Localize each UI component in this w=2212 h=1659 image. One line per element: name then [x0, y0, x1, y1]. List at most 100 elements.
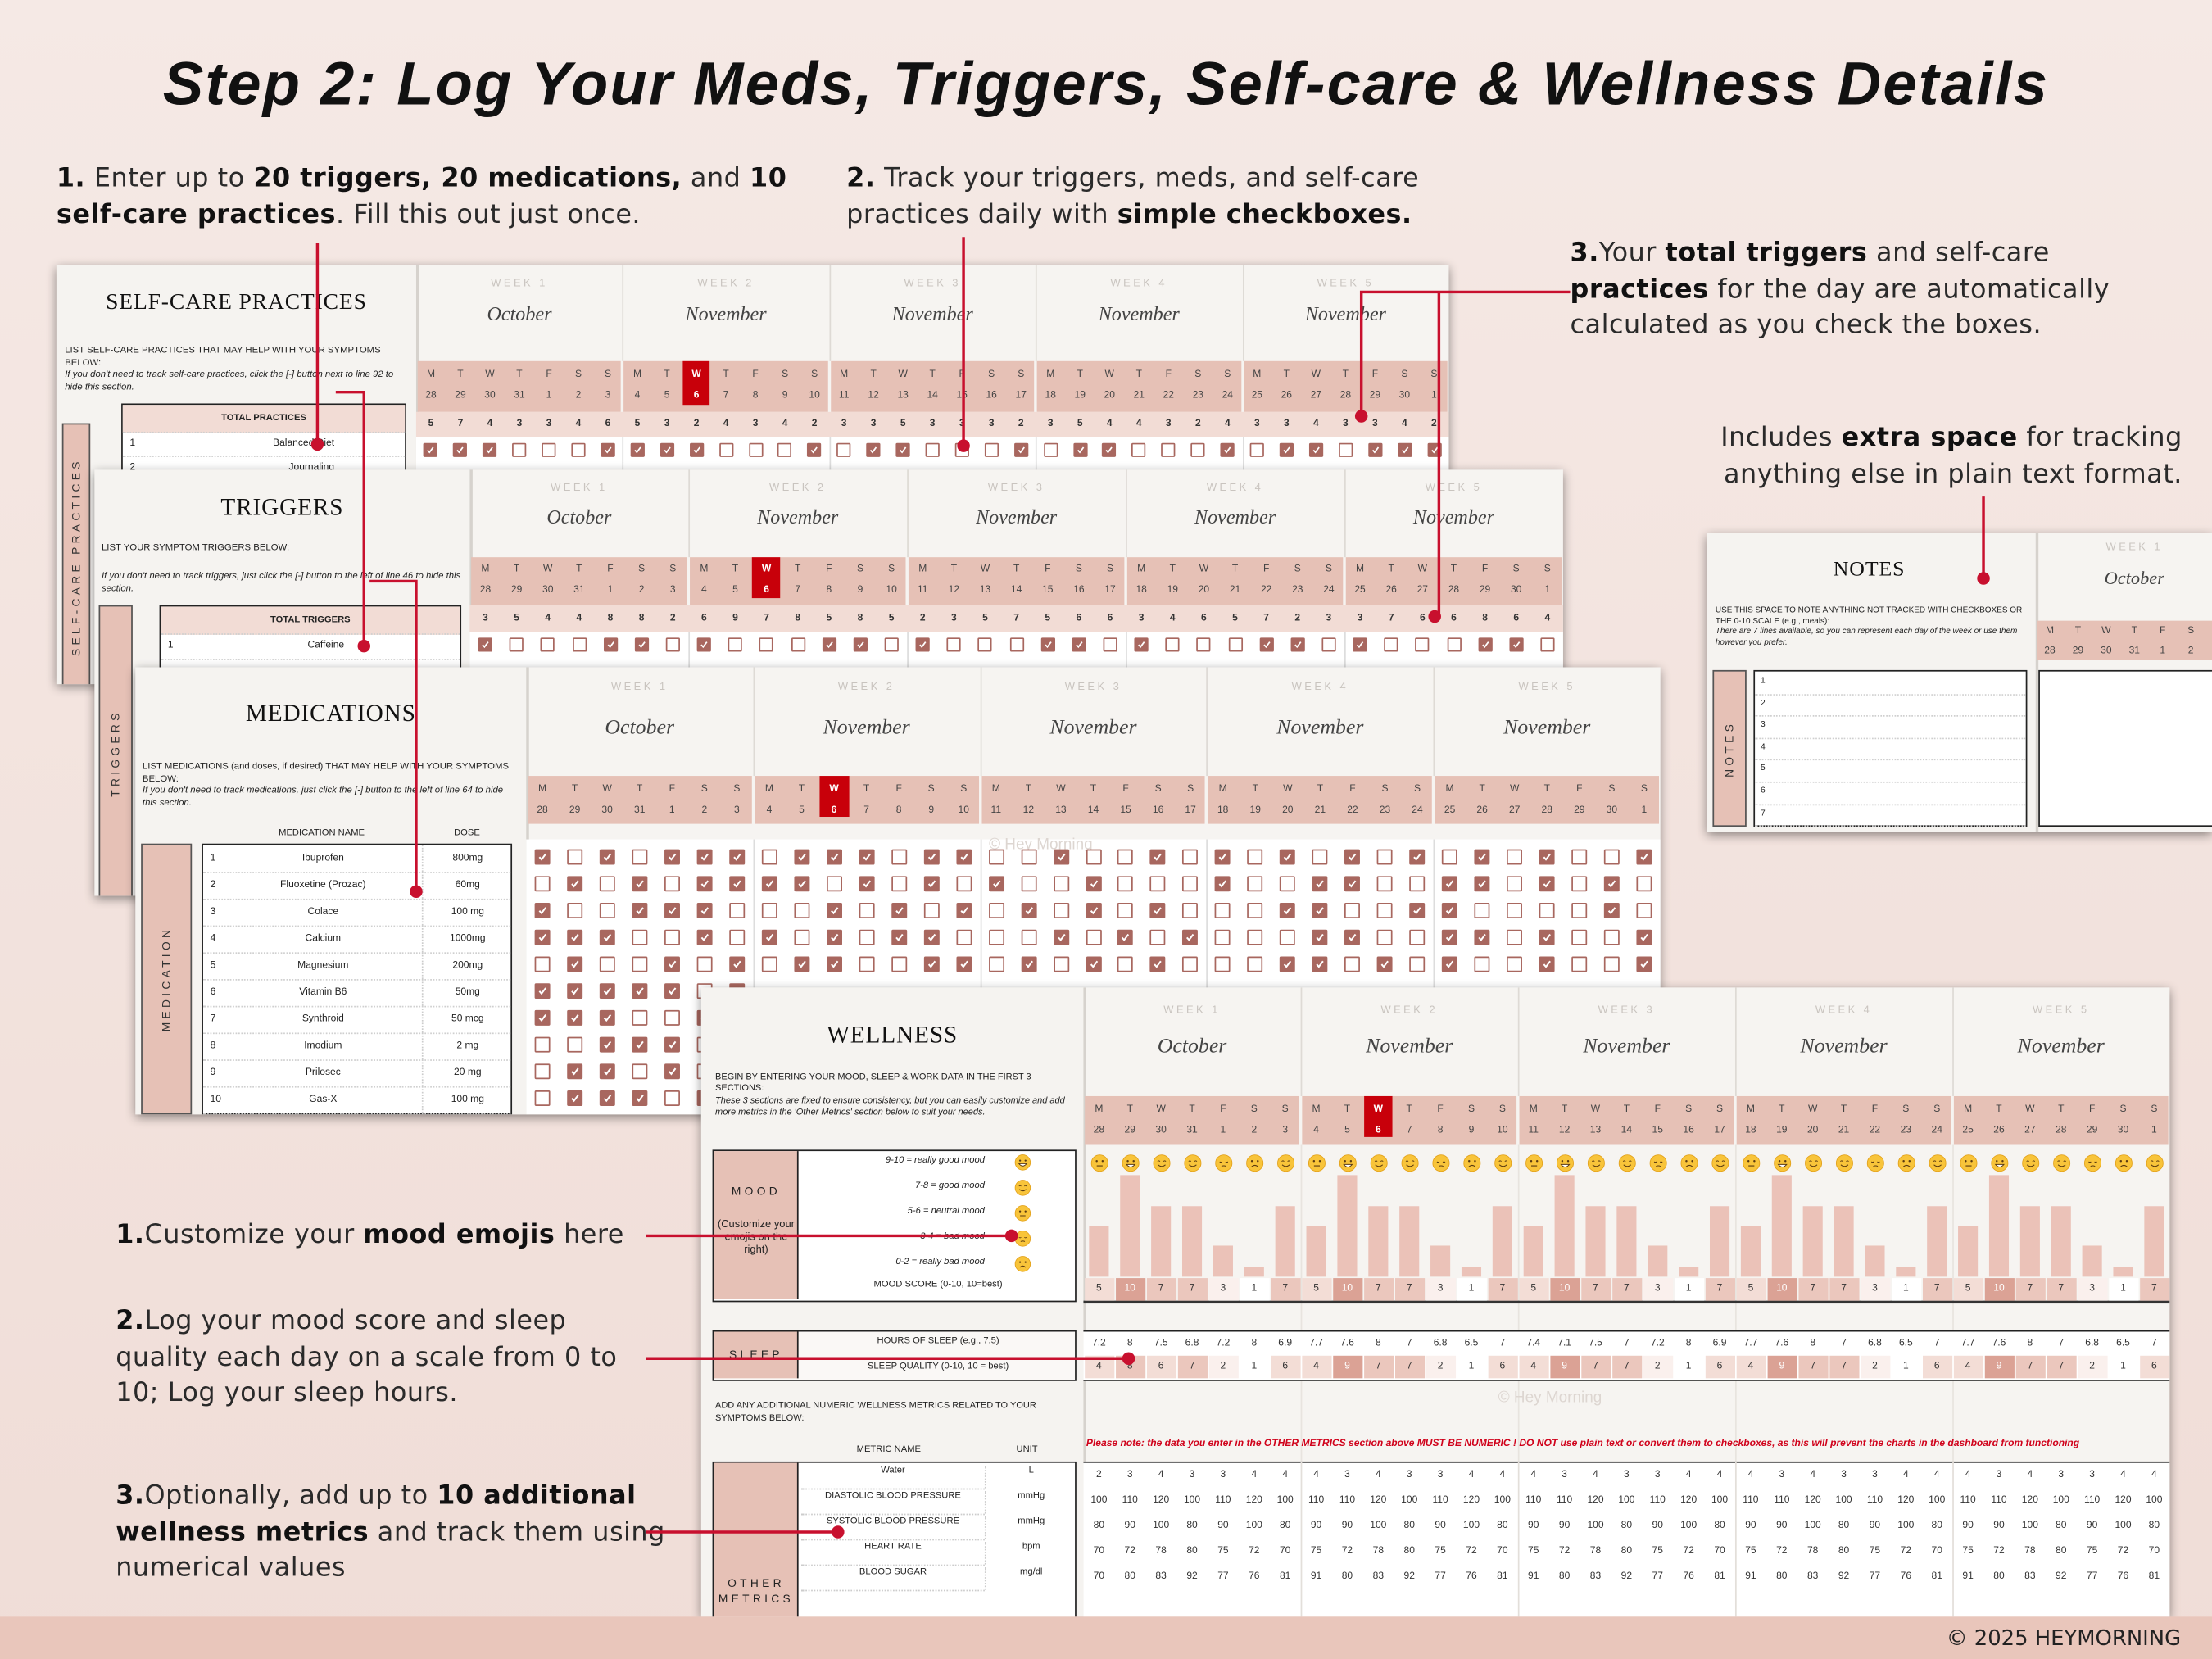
metric-value-cell[interactable]: 70 — [1093, 1571, 1105, 1582]
day-date[interactable]: 24 — [1931, 1126, 1942, 1136]
trigger-checkbox[interactable] — [1165, 637, 1180, 652]
medication-checkbox[interactable] — [1409, 929, 1426, 945]
medication-checkbox[interactable] — [859, 929, 875, 945]
day-date[interactable]: 9 — [1468, 1126, 1475, 1136]
sleep-quality-cell[interactable]: 9 — [1766, 1355, 1797, 1379]
self-care-checkbox[interactable] — [453, 442, 468, 457]
sleep-quality-cell[interactable]: 4 — [1301, 1355, 1331, 1379]
day-date[interactable]: 1 — [607, 585, 614, 596]
medication-name[interactable]: Gas-X — [309, 1095, 338, 1105]
day-date[interactable]: 20 — [1282, 805, 1294, 816]
self-care-checkbox[interactable] — [718, 442, 733, 457]
metric-value-cell[interactable]: 80 — [1558, 1571, 1571, 1582]
mood-score-cell[interactable]: 7 — [1176, 1278, 1208, 1301]
medication-checkbox[interactable] — [826, 849, 842, 865]
metric-value-cell[interactable]: 77 — [1217, 1571, 1229, 1582]
day-date[interactable]: 27 — [1310, 390, 1322, 401]
sleep-hours-cell[interactable]: 6.5 — [1898, 1339, 1913, 1349]
day-date[interactable]: 28 — [1541, 805, 1552, 816]
medication-checkbox[interactable] — [1507, 929, 1523, 945]
medication-name[interactable]: Magnesium — [297, 960, 349, 971]
metric-value-cell[interactable]: 80 — [1497, 1521, 1508, 1531]
trigger-checkbox[interactable] — [977, 637, 993, 652]
medication-checkbox[interactable] — [1539, 876, 1555, 892]
metric-value-cell[interactable]: 4 — [1158, 1470, 1164, 1480]
metric-value-cell[interactable]: 110 — [1991, 1495, 2007, 1506]
day-date[interactable]: 17 — [1714, 1126, 1725, 1136]
medication-checkbox[interactable] — [534, 956, 551, 972]
trigger-checkbox[interactable] — [478, 637, 493, 652]
metric-value-cell[interactable]: 4 — [1747, 1470, 1754, 1480]
medication-checkbox[interactable] — [1377, 929, 1393, 945]
metric-value-cell[interactable]: 120 — [1370, 1495, 1387, 1506]
self-care-checkbox[interactable] — [1161, 442, 1176, 457]
mood-score-cell[interactable]: 7 — [1797, 1278, 1828, 1301]
metric-value-cell[interactable]: 76 — [1466, 1571, 1477, 1582]
sleep-quality-cell[interactable]: 1 — [1674, 1355, 1704, 1379]
metric-value-cell[interactable]: 80 — [1714, 1521, 1725, 1531]
sleep-quality-cell[interactable]: 4 — [1953, 1355, 1983, 1379]
metric-value-cell[interactable]: 90 — [1124, 1521, 1135, 1531]
medication-checkbox[interactable] — [599, 956, 615, 972]
metric-value-cell[interactable]: 120 — [2115, 1495, 2132, 1506]
medication-checkbox[interactable] — [534, 849, 551, 865]
trigger-checkbox[interactable] — [1009, 637, 1024, 652]
medication-checkbox[interactable] — [664, 876, 680, 892]
day-date[interactable]: 2 — [638, 585, 645, 596]
self-care-checkbox[interactable] — [866, 442, 881, 457]
medication-checkbox[interactable] — [664, 849, 680, 865]
medication-checkbox[interactable] — [728, 903, 745, 918]
sleep-hours-cell[interactable]: 8 — [1685, 1339, 1692, 1349]
medication-dose[interactable]: 50 mcg — [421, 1005, 512, 1033]
metric-value-cell[interactable]: 80 — [1403, 1546, 1415, 1557]
self-care-checkbox[interactable] — [1249, 442, 1264, 457]
sleep-hours-cell[interactable]: 7.6 — [1340, 1339, 1354, 1349]
medication-name[interactable]: Imodium — [304, 1040, 342, 1051]
medication-checkbox[interactable] — [826, 929, 842, 945]
medication-checkbox[interactable] — [1086, 903, 1101, 918]
day-date[interactable]: 11 — [917, 585, 928, 596]
medication-checkbox[interactable] — [1312, 849, 1328, 865]
metric-value-cell[interactable]: 120 — [1897, 1495, 1915, 1506]
medication-checkbox[interactable] — [1474, 956, 1490, 972]
day-date[interactable]: 31 — [1186, 1126, 1198, 1136]
medication-checkbox[interactable] — [1117, 929, 1134, 945]
trigger-checkbox[interactable] — [1103, 637, 1117, 652]
sleep-quality-cell[interactable]: 1 — [2108, 1355, 2138, 1379]
medication-checkbox[interactable] — [599, 903, 615, 918]
metric-value-cell[interactable]: 3 — [1437, 1470, 1444, 1480]
trigger-checkbox[interactable] — [634, 637, 649, 652]
medication-checkbox[interactable] — [859, 956, 875, 972]
metric-value-cell[interactable]: 100 — [2115, 1521, 2132, 1531]
self-care-checkbox[interactable] — [542, 442, 556, 457]
trigger-checkbox[interactable] — [822, 637, 836, 652]
metric-value-cell[interactable]: 72 — [1900, 1546, 1912, 1557]
day-date[interactable]: 8 — [826, 585, 832, 596]
mood-score-cell[interactable]: 7 — [1704, 1278, 1735, 1301]
medication-checkbox[interactable] — [1377, 903, 1393, 918]
metric-value-cell[interactable]: 100 — [1929, 1495, 1946, 1506]
medication-checkbox[interactable] — [955, 849, 972, 865]
day-date[interactable]: 3 — [669, 585, 676, 596]
day-date[interactable]: 30 — [2101, 646, 2112, 656]
medication-checkbox[interactable] — [599, 849, 615, 865]
medication-checkbox[interactable] — [859, 876, 875, 892]
medication-checkbox[interactable] — [632, 956, 648, 972]
metric-value-cell[interactable]: 3 — [1562, 1470, 1567, 1480]
medication-checkbox[interactable] — [859, 849, 875, 865]
metric-value-cell[interactable]: 120 — [2021, 1495, 2038, 1506]
metric-unit[interactable]: mg/dl — [984, 1567, 1077, 1590]
medication-checkbox[interactable] — [1603, 849, 1620, 865]
medication-checkbox[interactable] — [1182, 903, 1199, 918]
medication-checkbox[interactable] — [1571, 929, 1588, 945]
metric-value-cell[interactable]: 110 — [1122, 1495, 1138, 1506]
day-date[interactable]: 29 — [2086, 1126, 2098, 1136]
medication-checkbox[interactable] — [1442, 876, 1458, 892]
metric-value-cell[interactable]: 75 — [1217, 1546, 1229, 1557]
sleep-hours-cell[interactable]: 6.9 — [1278, 1339, 1293, 1349]
medication-checkbox[interactable] — [794, 876, 809, 892]
sleep-hours-cell[interactable]: 8 — [1251, 1339, 1258, 1349]
medication-checkbox[interactable] — [728, 929, 745, 945]
